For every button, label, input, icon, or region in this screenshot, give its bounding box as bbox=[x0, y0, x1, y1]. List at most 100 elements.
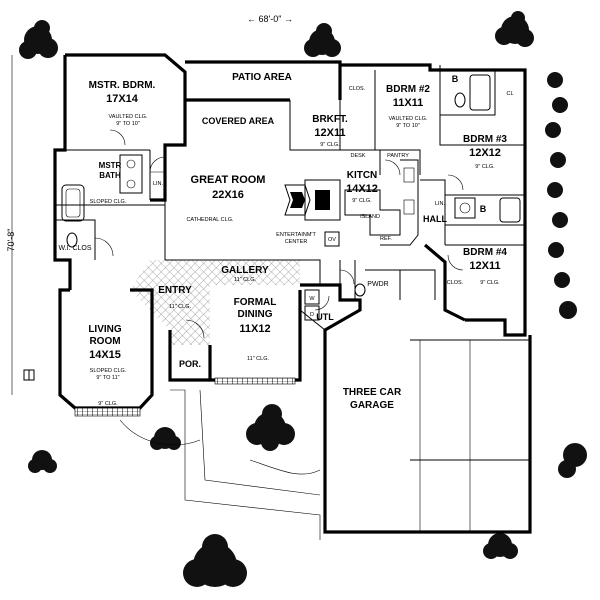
svg-text:70'-8": 70'-8" bbox=[6, 229, 16, 252]
dimension-width: ← 68'-0" → bbox=[247, 14, 293, 24]
room-living: LIVING ROOM 14X15 SLOPED CLG. 9" TO 11" … bbox=[88, 324, 126, 407]
svg-text:9" CLG.: 9" CLG. bbox=[480, 280, 500, 286]
porch-label: POR. bbox=[179, 359, 201, 369]
dimension-depth: 70'-8" bbox=[6, 55, 16, 395]
svg-text:11X11: 11X11 bbox=[393, 97, 424, 109]
svg-text:9" TO 10": 9" TO 10" bbox=[116, 121, 140, 127]
svg-text:CENTER: CENTER bbox=[285, 239, 308, 245]
entertainment-center-icon bbox=[304, 179, 341, 221]
svg-text:12X11: 12X11 bbox=[469, 260, 500, 272]
tree-right-bottom bbox=[558, 443, 587, 478]
toilet-icon bbox=[66, 92, 466, 297]
svg-text:THREE CAR: THREE CAR bbox=[343, 387, 402, 398]
kitchen-island-icon bbox=[344, 189, 401, 236]
wi-clos-label: W.I. CLOS bbox=[58, 245, 91, 252]
gallery-floor bbox=[130, 260, 300, 345]
svg-text:REF.: REF. bbox=[380, 236, 392, 242]
svg-text:MSTR: MSTR bbox=[99, 161, 122, 170]
tree-bottom-right bbox=[483, 533, 518, 559]
svg-text:W: W bbox=[309, 296, 315, 302]
svg-text:KITCN: KITCN bbox=[347, 170, 378, 181]
svg-text:B: B bbox=[480, 204, 487, 214]
front-walkway bbox=[170, 389, 321, 540]
door-swings bbox=[94, 129, 464, 339]
svg-text:GREAT ROOM: GREAT ROOM bbox=[191, 174, 266, 186]
svg-text:9" CLG.: 9" CLG. bbox=[352, 198, 372, 204]
svg-text:VAULTED CLG.: VAULTED CLG. bbox=[389, 116, 428, 122]
svg-text:DINING: DINING bbox=[238, 309, 273, 320]
room-brkft: BRKFT. 12X11 9" CLG. bbox=[312, 114, 348, 148]
svg-text:12X12: 12X12 bbox=[469, 147, 501, 159]
svg-text:ISLAND: ISLAND bbox=[360, 214, 380, 220]
svg-text:ROOM: ROOM bbox=[89, 336, 120, 347]
room-bdrm3: BDRM #3 12X12 9" CLG. bbox=[463, 134, 507, 170]
svg-text:GALLERY: GALLERY bbox=[221, 265, 269, 276]
svg-text:GARAGE: GARAGE bbox=[350, 400, 394, 411]
brick-stoop-dining bbox=[214, 377, 296, 385]
svg-text:BDRM #3: BDRM #3 bbox=[463, 134, 507, 145]
svg-text:BDRM #4: BDRM #4 bbox=[463, 247, 507, 258]
room-entry: ENTRY 11" CLG. bbox=[158, 285, 192, 310]
svg-text:SLOPED CLG.: SLOPED CLG. bbox=[90, 199, 127, 205]
master-vanity-icon bbox=[119, 154, 143, 194]
room-formal-dining: FORMAL DINING 11X12 11" CLG. bbox=[234, 297, 277, 362]
svg-text:SLOPED CLG.: SLOPED CLG. bbox=[90, 368, 127, 374]
tree-front-center bbox=[246, 404, 295, 451]
svg-text:14X15: 14X15 bbox=[89, 349, 121, 361]
svg-text:PANTRY: PANTRY bbox=[387, 153, 409, 159]
tree-top-left bbox=[19, 20, 58, 59]
room-kitchen: KITCN 14X12 9" CLG. ISLAND REF. PANTRY D… bbox=[346, 153, 409, 242]
svg-text:BRKFT.: BRKFT. bbox=[312, 114, 348, 125]
svg-text:12X11: 12X11 bbox=[314, 127, 345, 139]
svg-text:VAULTED CLG.: VAULTED CLG. bbox=[109, 114, 148, 120]
master-tub-icon bbox=[61, 184, 85, 222]
lamp-post-icon bbox=[23, 369, 35, 381]
svg-text:22X16: 22X16 bbox=[212, 189, 244, 201]
svg-text:OV: OV bbox=[328, 237, 336, 243]
room-utility: UTL PWDR W D bbox=[309, 281, 388, 322]
mstr-bdrm-name: MSTR. BDRM. bbox=[89, 80, 156, 91]
svg-text:CLOS.: CLOS. bbox=[447, 280, 464, 286]
svg-text:9" TO 11": 9" TO 11" bbox=[96, 375, 119, 381]
svg-text:DESK: DESK bbox=[351, 153, 366, 159]
tree-front-small bbox=[150, 427, 181, 450]
bath-b-label: B bbox=[452, 74, 459, 84]
svg-text:UTL: UTL bbox=[316, 312, 334, 322]
svg-text:LIN.: LIN. bbox=[153, 181, 164, 187]
patio-area-label: PATIO AREA bbox=[232, 72, 292, 83]
svg-text:FORMAL: FORMAL bbox=[234, 297, 277, 308]
svg-text:BATH: BATH bbox=[99, 171, 121, 180]
room-mstr-bath: MSTR BATH SLOPED CLG. LIN. bbox=[90, 161, 164, 205]
svg-text:HALL: HALL bbox=[423, 214, 447, 224]
interior-walls bbox=[55, 65, 525, 331]
svg-text:ENTERTAINM'T: ENTERTAINM'T bbox=[276, 232, 316, 238]
svg-text:BDRM #2: BDRM #2 bbox=[386, 84, 430, 95]
room-bdrm4: BDRM #4 12X11 9" CLG. CLOS. bbox=[447, 247, 508, 286]
brick-stoop-living bbox=[74, 407, 141, 417]
hall-bath-icon bbox=[454, 74, 521, 223]
tree-right-hedge bbox=[545, 72, 577, 319]
fireplace-icon bbox=[284, 184, 311, 216]
svg-text:CLOS.: CLOS. bbox=[349, 86, 366, 92]
washer-dryer-icon bbox=[304, 289, 320, 321]
svg-text:11" CLG.: 11" CLG. bbox=[169, 304, 191, 310]
svg-text:CATHEDRAL CLG.: CATHEDRAL CLG. bbox=[186, 217, 234, 223]
tree-top-right bbox=[495, 11, 534, 47]
room-hall: HALL LIN. B bbox=[423, 201, 487, 224]
ov-icon bbox=[324, 231, 340, 247]
svg-text:9" CLG.: 9" CLG. bbox=[320, 142, 340, 148]
garage-bays bbox=[410, 339, 530, 532]
svg-text:LIN.: LIN. bbox=[435, 201, 446, 207]
svg-text:9" CLG.: 9" CLG. bbox=[98, 401, 118, 407]
svg-text:11" CLG.: 11" CLG. bbox=[234, 277, 256, 283]
room-great-room: GREAT ROOM 22X16 CATHEDRAL CLG. bbox=[186, 174, 265, 223]
tree-top-center bbox=[304, 23, 341, 57]
planter-bed bbox=[119, 419, 321, 475]
svg-text:9" CLG.: 9" CLG. bbox=[475, 164, 495, 170]
svg-text:← 68'-0" →: ← 68'-0" → bbox=[247, 14, 293, 24]
room-gallery: GALLERY 11" CLG. bbox=[221, 265, 269, 283]
svg-text:PWDR: PWDR bbox=[367, 281, 388, 288]
room-garage: THREE CAR GARAGE bbox=[343, 387, 402, 411]
svg-text:14X12: 14X12 bbox=[346, 183, 378, 195]
